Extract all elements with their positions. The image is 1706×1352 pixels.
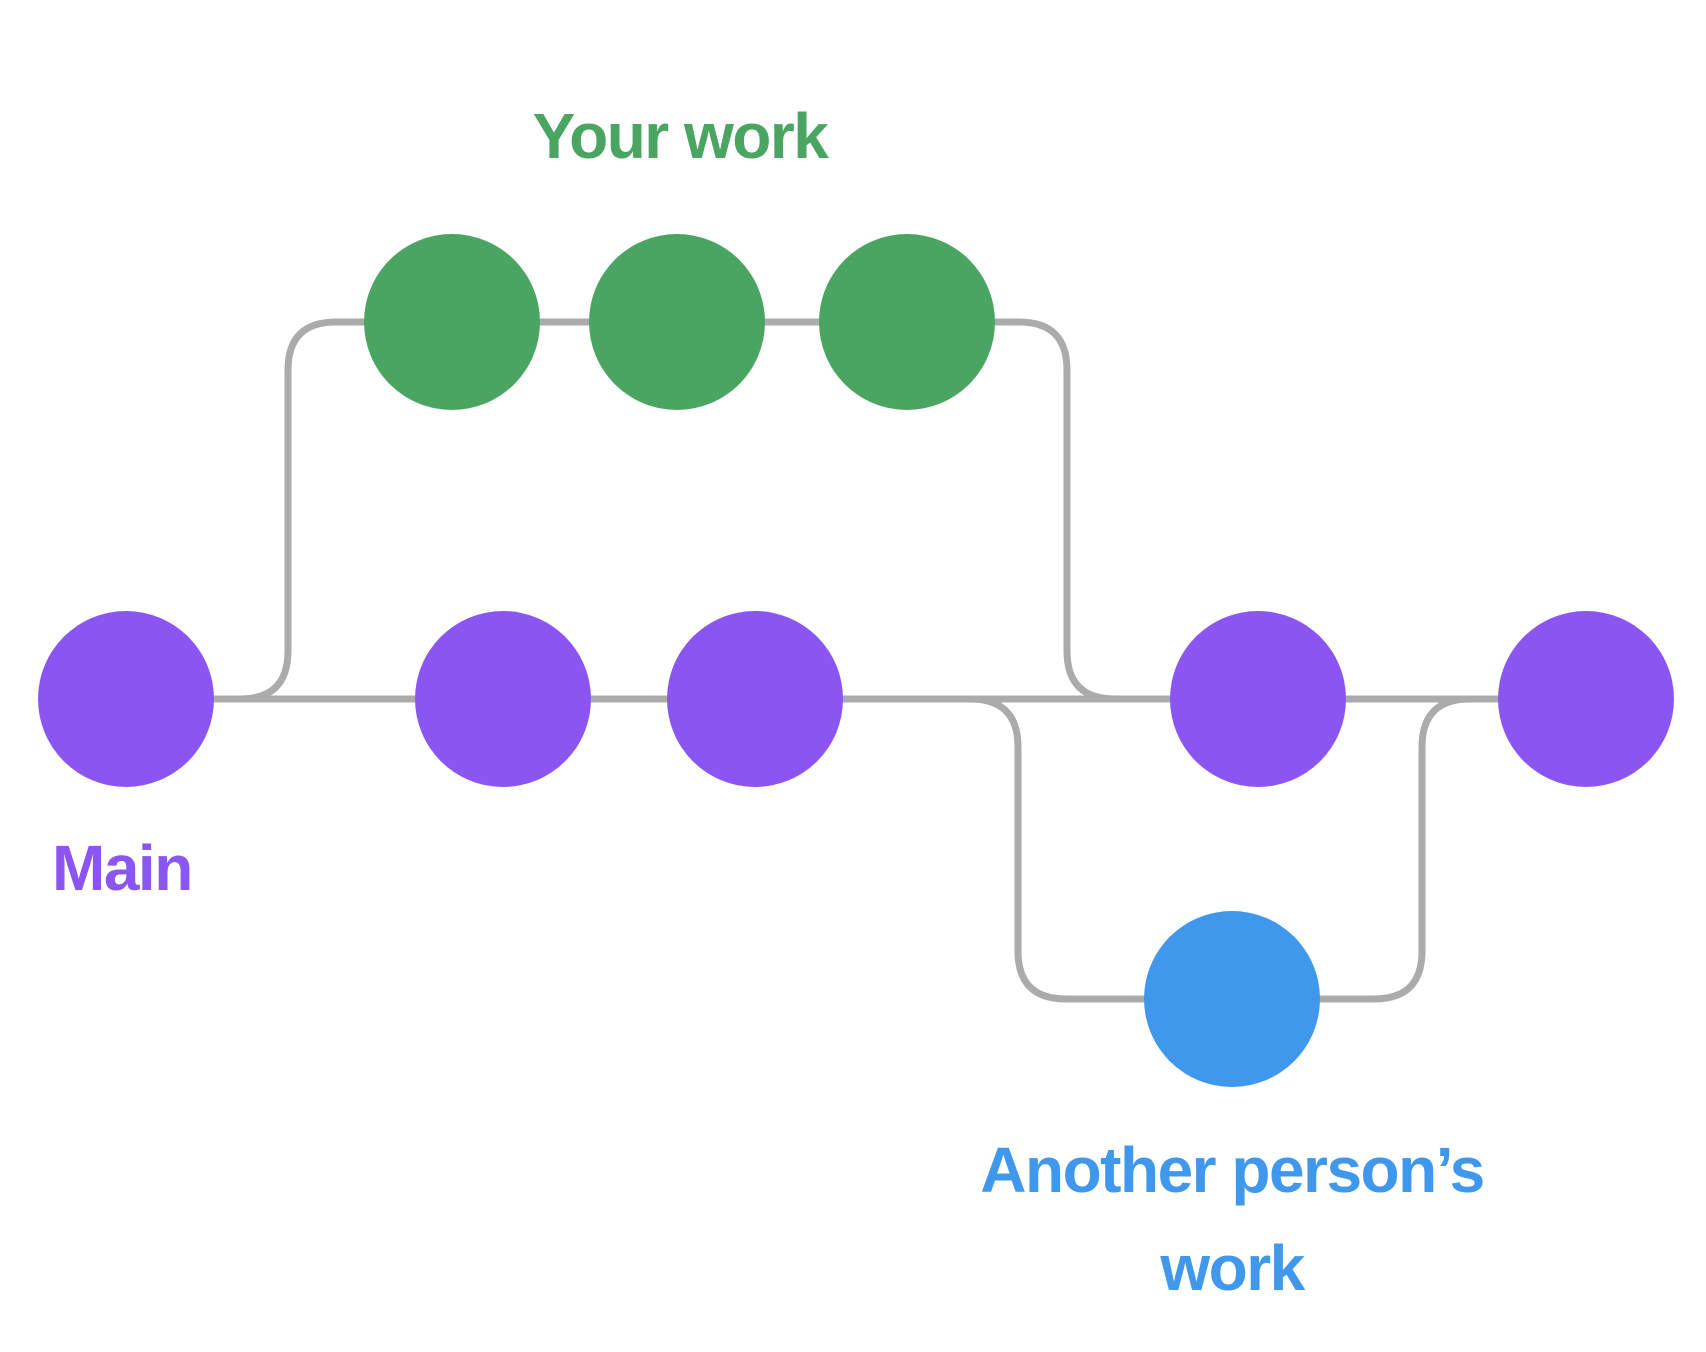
commit-node-your-work-3 — [819, 234, 995, 410]
commit-node-main-3 — [667, 611, 843, 787]
commit-node-main-1 — [38, 611, 214, 787]
connector-lines — [122, 318, 1590, 1003]
commit-node-another-person-1 — [1144, 911, 1320, 1087]
another-person-branch-commits — [1144, 911, 1320, 1087]
commit-node-main-4 — [1170, 611, 1346, 787]
commit-node-your-work-1 — [364, 234, 540, 410]
another-person-label-line1: Another person’s — [980, 1134, 1483, 1206]
main-branch-commits — [38, 611, 1674, 787]
commit-node-main-2 — [415, 611, 591, 787]
your-work-label: Your work — [533, 100, 830, 172]
main-label: Main — [52, 832, 192, 904]
another-person-label-line2: work — [1159, 1232, 1305, 1304]
commit-node-main-5 — [1498, 611, 1674, 787]
your-work-branch-commits — [364, 234, 995, 410]
commit-node-your-work-2 — [589, 234, 765, 410]
